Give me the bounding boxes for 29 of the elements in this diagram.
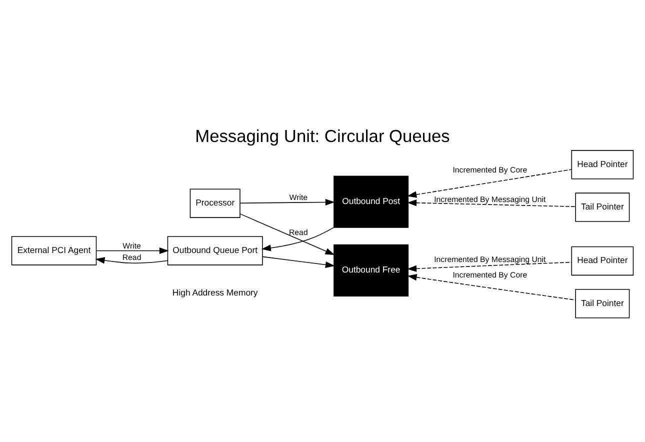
node-box: Processor — [190, 188, 240, 218]
node-box: Outbound Free — [334, 244, 409, 296]
label: High Address Memory — [172, 287, 258, 298]
arrow — [95, 256, 168, 264]
arrow — [407, 274, 576, 300]
arrow — [407, 261, 572, 272]
edge-label: Write — [122, 240, 141, 250]
edge-label: Read — [122, 252, 142, 262]
edge-label: Incremented By Messaging Unit — [434, 254, 546, 264]
edge-label: Read — [289, 227, 308, 236]
arrow — [240, 198, 335, 206]
arrow — [96, 246, 169, 254]
arrow — [261, 226, 334, 251]
node-box: Outbound Post — [334, 175, 409, 228]
arrow — [240, 212, 335, 255]
edge-label: Write — [289, 192, 308, 202]
node-box: Head Pointer — [571, 150, 634, 179]
node-box: Tail Pointer — [575, 192, 630, 222]
node-box: Outbound Queue Port — [167, 236, 263, 265]
arrow — [407, 168, 572, 198]
diagram-title: Messaging Unit: Circular Queues — [195, 126, 450, 146]
edge-label: Incremented By Core — [452, 165, 528, 174]
edge-label: Incremented By Core — [452, 270, 528, 280]
arrow — [262, 256, 335, 268]
node-box: Head Pointer — [571, 246, 634, 276]
arrow — [407, 199, 576, 207]
node-box: External PCI Agent — [11, 236, 97, 265]
node-box: Tail Pointer — [575, 288, 630, 318]
edge-label: Incremented By Messaging Unit — [434, 194, 546, 204]
